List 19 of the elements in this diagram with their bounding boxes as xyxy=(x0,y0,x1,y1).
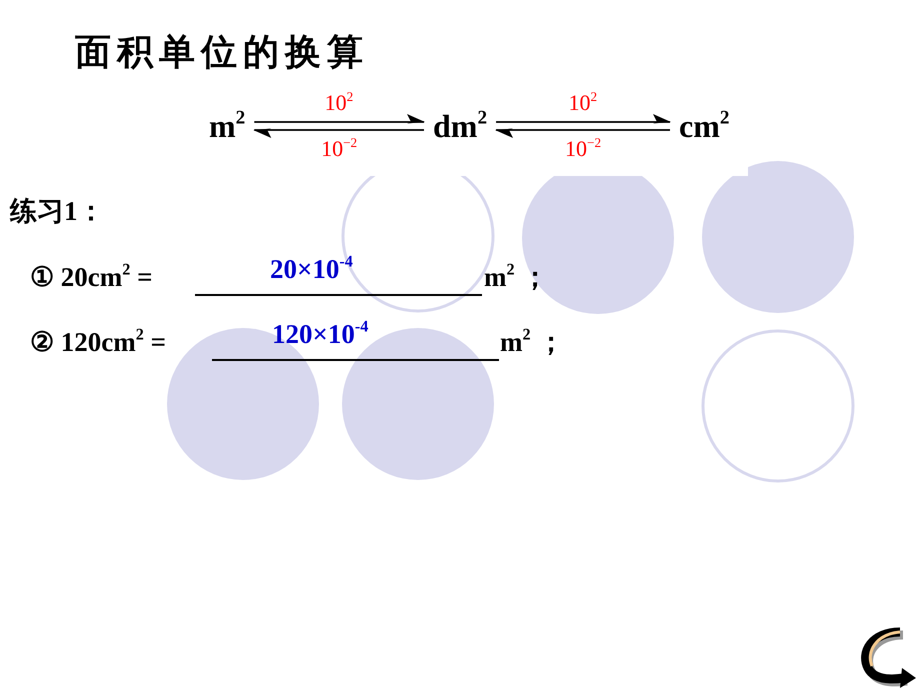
equation-text: ② 120cm$^{2}$ = xyxy=(30,327,166,357)
answer-text: 20×10$^{-4}$ xyxy=(270,254,353,284)
title: 面积单位的换算 xyxy=(75,31,369,74)
edge-label: 10$^{−2}$ xyxy=(321,138,358,160)
harpoon-arrow xyxy=(496,114,671,124)
harpoon-arrow xyxy=(254,114,425,124)
unit-label: m$^{2}$ xyxy=(200,108,254,144)
harpoon-arrow xyxy=(253,128,424,138)
equation-text: ① 20cm$^{2}$ = xyxy=(30,262,152,292)
answer-text: 120×10$^{-4}$ xyxy=(272,319,368,349)
unit-label: cm$^{2}$ xyxy=(670,108,738,144)
edge-label: 10$^{2}$ xyxy=(324,92,354,114)
unit-label: dm$^{2}$ xyxy=(424,108,496,144)
unit-text: m$^{2}$ ； xyxy=(484,262,548,292)
edge-label: 10$^{−2}$ xyxy=(565,138,602,160)
edge-label: 10$^{2}$ xyxy=(568,92,598,114)
unit-text: m$^{2}$ ； xyxy=(500,327,564,357)
harpoon-arrow xyxy=(495,128,670,138)
exercise-heading: 练习1： xyxy=(10,196,104,226)
